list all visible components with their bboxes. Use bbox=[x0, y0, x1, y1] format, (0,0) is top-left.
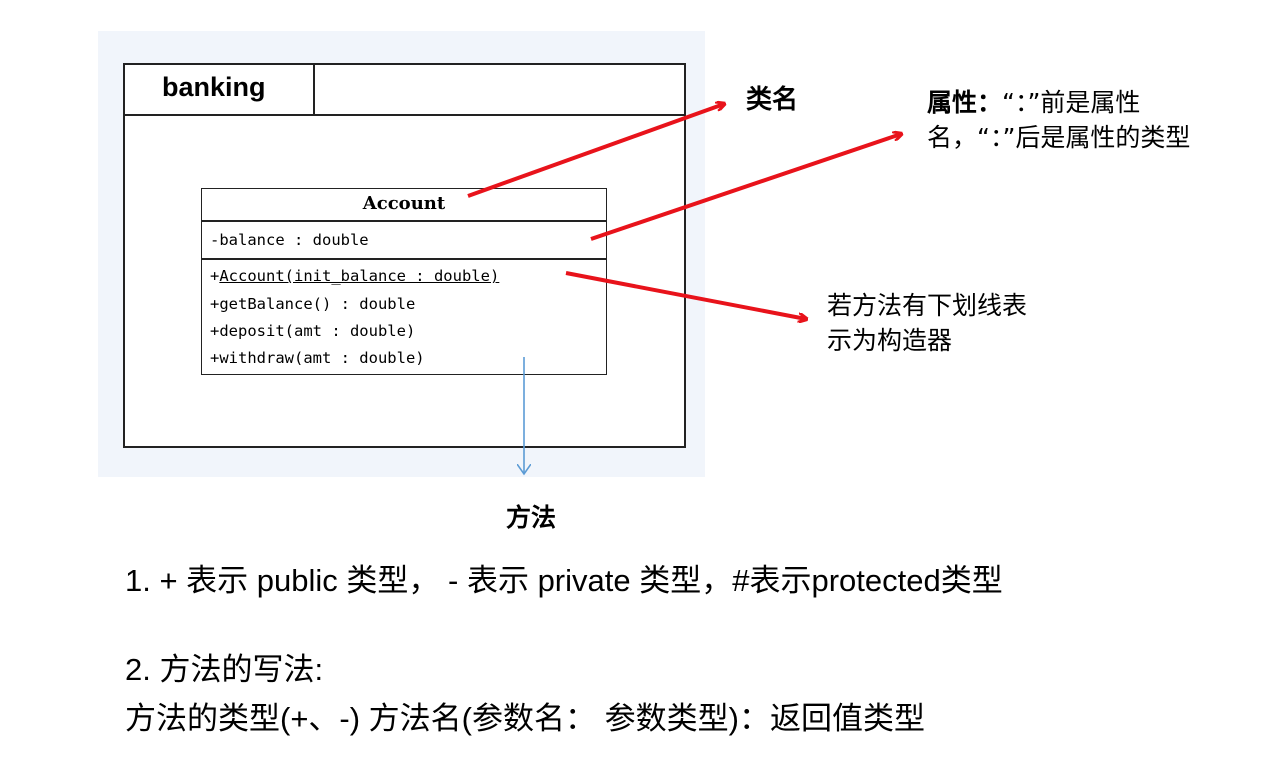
method-label: 方法 bbox=[506, 503, 557, 532]
attribute-note-title: 属性： bbox=[927, 88, 1003, 117]
attribute-note-text: “：”前是属性名，“：”后是属性的类型 bbox=[927, 88, 1191, 152]
class-method: +withdraw(amt : double) bbox=[210, 349, 425, 367]
arrow-to-class-name bbox=[467, 104, 724, 198]
arrow-to-constructor-note bbox=[565, 271, 806, 319]
class-constructor: +Account(init_balance : double) bbox=[210, 267, 499, 285]
class-name-label: 类名 bbox=[746, 85, 799, 115]
constructor-prefix: + bbox=[210, 267, 220, 285]
class-divider-name bbox=[201, 220, 607, 222]
class-box bbox=[201, 188, 607, 375]
package-tab-divider bbox=[313, 63, 315, 116]
class-attribute: -balance : double bbox=[210, 231, 369, 249]
note-item-2-body: 方法的类型(+、-) 方法名(参数名： 参数类型)：返回值类型 bbox=[125, 701, 925, 736]
arrow-to-attribute-note bbox=[590, 134, 901, 241]
class-method: +getBalance() : double bbox=[210, 295, 416, 313]
constructor-signature: Account(init_balance : double) bbox=[219, 267, 500, 285]
class-name: Account bbox=[362, 193, 446, 214]
constructor-note: 若方法有下划线表示为构造器 bbox=[827, 291, 1028, 355]
class-divider-attributes bbox=[201, 258, 607, 260]
note-item-1: 1. + 表示 public 类型， - 表示 private 类型，#表示pr… bbox=[125, 563, 1003, 598]
note-item-2-title: 2. 方法的写法: bbox=[125, 652, 324, 687]
package-name: banking bbox=[162, 72, 266, 102]
attribute-note: 属性：“：”前是属性名，“：”后是属性的类型 bbox=[927, 85, 1232, 155]
package-tab bbox=[123, 63, 686, 116]
class-method: +deposit(amt : double) bbox=[210, 322, 416, 340]
